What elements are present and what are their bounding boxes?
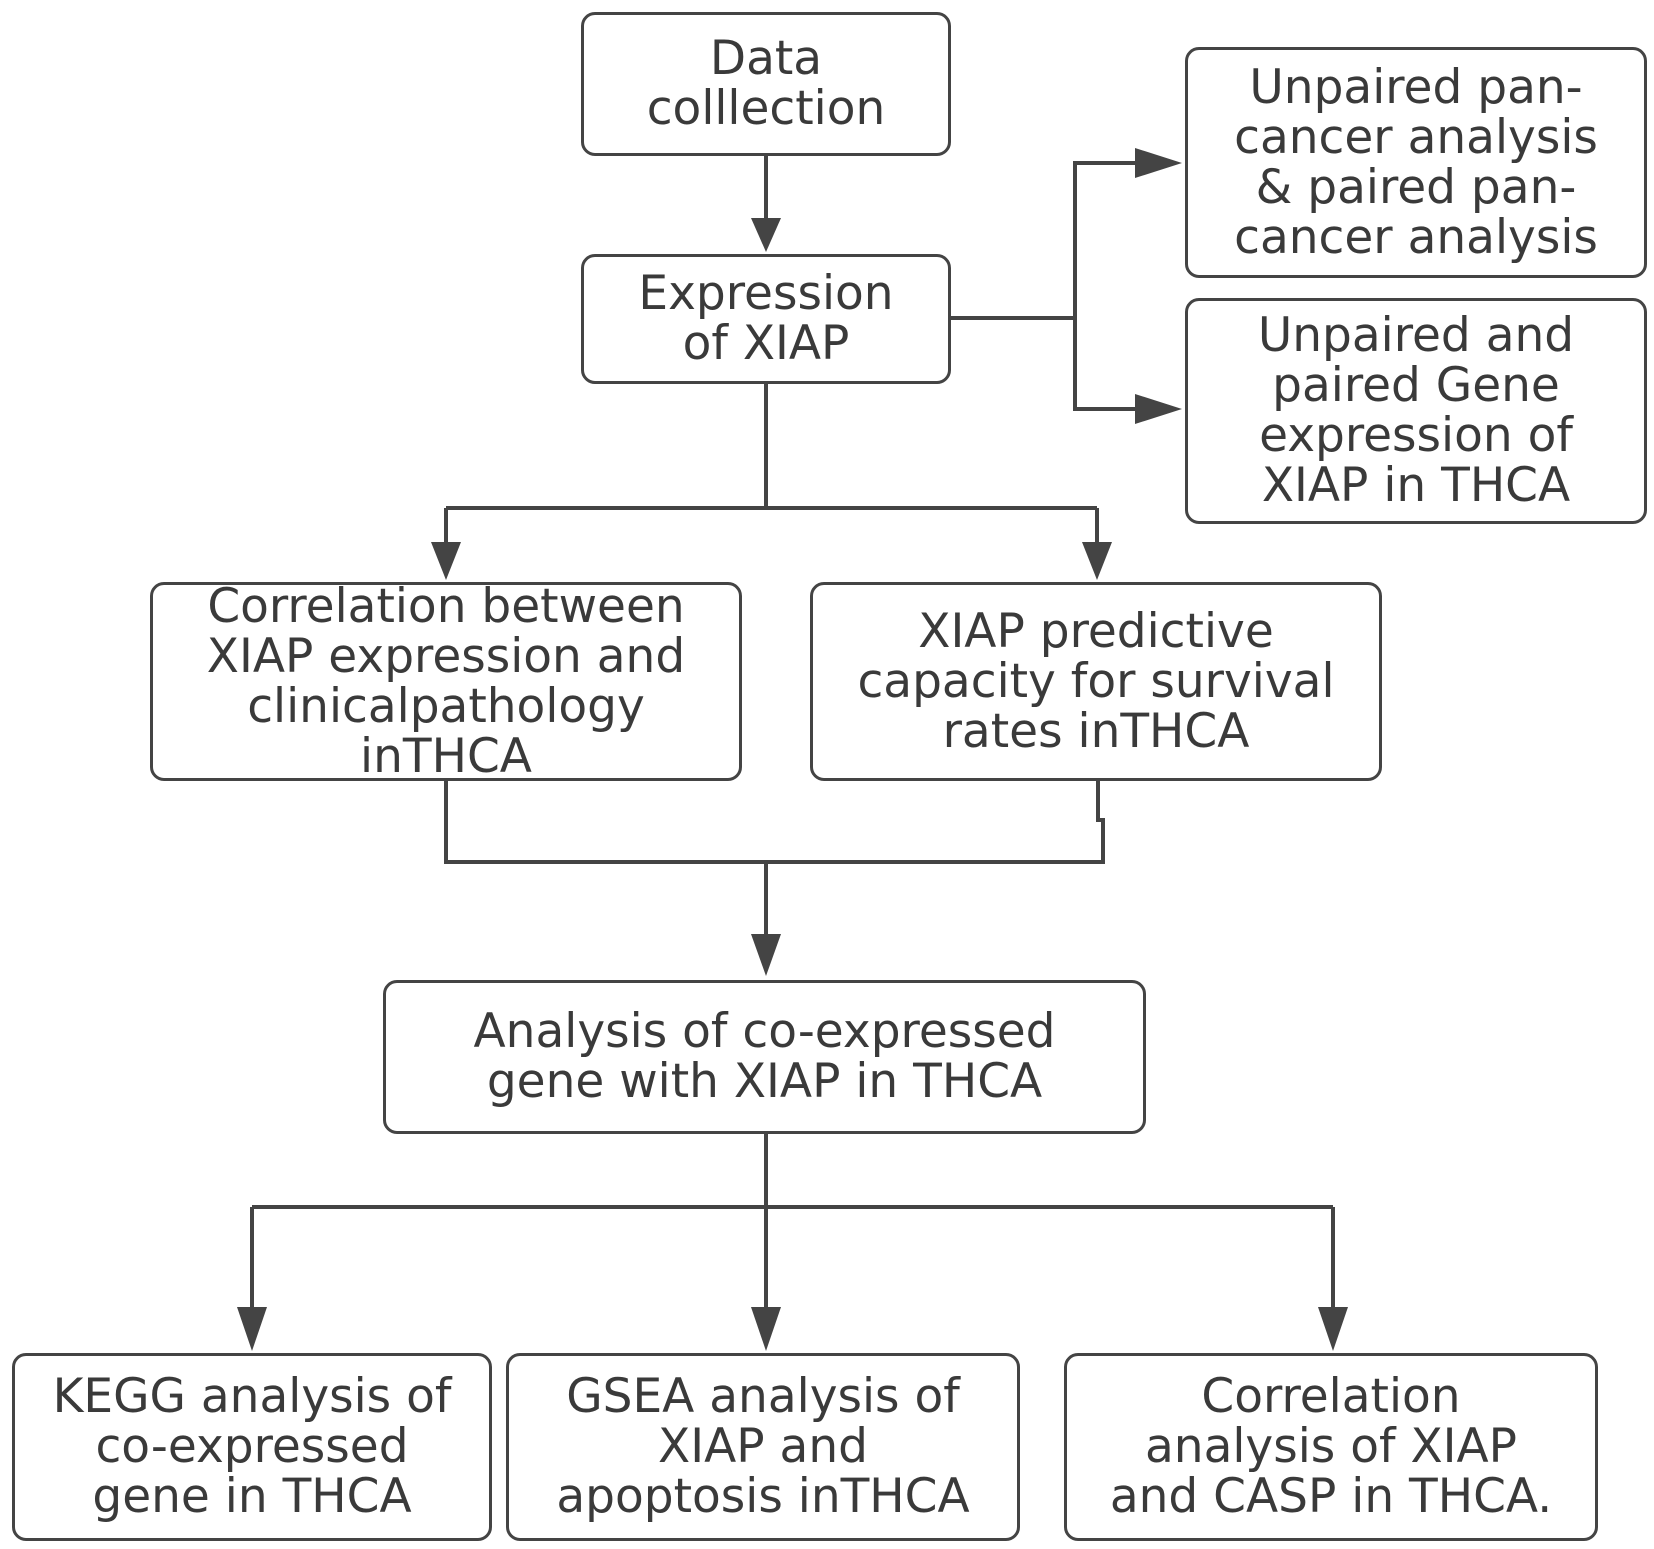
arrowhead-coexpressed [751, 934, 781, 976]
node-data-collection: Data colllection [581, 12, 951, 156]
node-gene-expression-thca: Unpaired and paired Gene expression of X… [1185, 298, 1647, 524]
arrowhead-clinical [431, 542, 461, 580]
arrowhead-gene-expression [1135, 394, 1182, 424]
edge-merge-to-coexpressed [444, 781, 1105, 938]
node-gsea-analysis: GSEA analysis of XIAP and apoptosis inTH… [506, 1353, 1020, 1541]
node-clinicopathology-correlation: Correlation between XIAP expression and … [150, 581, 742, 781]
node-coexpressed-gene-analysis: Analysis of co-expressed gene with XIAP … [383, 980, 1146, 1134]
arrowhead-casp [1318, 1307, 1348, 1351]
edge-expression-to-right [951, 161, 1140, 411]
node-casp-correlation: Correlation analysis of XIAP and CASP in… [1064, 1353, 1598, 1541]
node-pancancer-analysis: Unpaired pan- cancer analysis & paired p… [1185, 47, 1647, 278]
arrowhead-gsea [751, 1307, 781, 1351]
edge-expression-to-middle [444, 384, 1099, 546]
edge-coexpressed-to-bottom [250, 1134, 1335, 1312]
node-expression-of-xiap: Expression of XIAP [581, 254, 951, 384]
node-kegg-analysis: KEGG analysis of co-expressed gene in TH… [12, 1353, 492, 1541]
node-survival-prediction: XIAP predictive capacity for survival ra… [810, 582, 1382, 781]
arrowhead-survival [1082, 542, 1112, 580]
arrowhead-kegg [237, 1307, 267, 1351]
arrowhead-pancancer [1135, 148, 1182, 178]
arrowhead-expression [751, 218, 781, 252]
